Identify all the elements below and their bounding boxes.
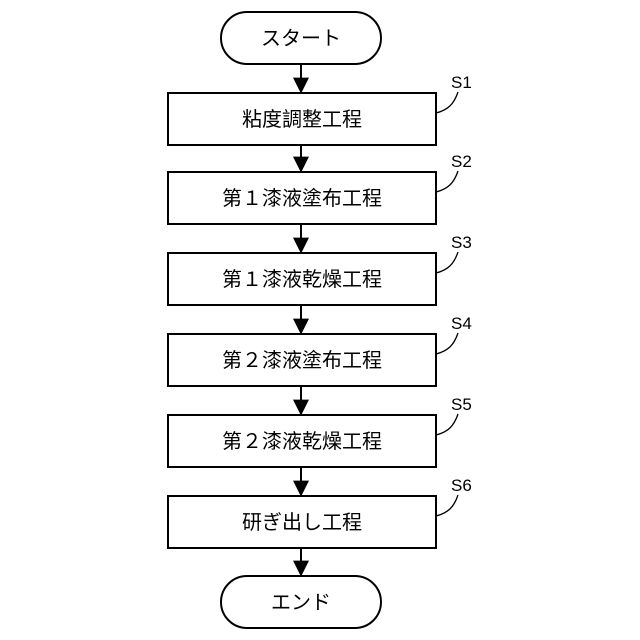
step-s3-id: S3 [451, 233, 472, 252]
step-s1: 粘度調整工程 S1 [168, 73, 472, 145]
step-s6-label: 研ぎ出し工程 [242, 510, 362, 534]
step-s4-label: 第２漆液塗布工程 [222, 348, 382, 372]
step-s6-id: S6 [451, 476, 472, 495]
step-s4-leader-line [436, 333, 458, 354]
step-s6: 研ぎ出し工程 S6 [168, 476, 472, 548]
step-s1-id: S1 [451, 73, 472, 92]
step-s3-label: 第１漆液乾燥工程 [222, 267, 382, 291]
step-s2-label: 第１漆液塗布工程 [222, 186, 382, 210]
step-s6-leader-line [436, 495, 458, 516]
step-s5: 第２漆液乾燥工程 S5 [168, 395, 472, 467]
start-terminal-label: スタート [261, 26, 341, 50]
step-s1-label: 粘度調整工程 [242, 107, 362, 131]
step-s3: 第１漆液乾燥工程 S3 [168, 233, 472, 305]
step-s2: 第１漆液塗布工程 S2 [168, 152, 472, 224]
step-s2-id: S2 [451, 152, 472, 171]
step-s5-leader-line [436, 414, 458, 435]
start-terminal: スタート [221, 12, 381, 64]
step-s1-leader-line [436, 92, 458, 113]
step-s4: 第２漆液塗布工程 S4 [168, 314, 472, 386]
step-s4-id: S4 [451, 314, 472, 333]
end-terminal: エンド [221, 576, 381, 628]
step-s2-leader-line [436, 171, 458, 192]
end-terminal-label: エンド [271, 590, 331, 614]
step-s5-label: 第２漆液乾燥工程 [222, 429, 382, 453]
step-s3-leader-line [436, 252, 458, 273]
step-s5-id: S5 [451, 395, 472, 414]
